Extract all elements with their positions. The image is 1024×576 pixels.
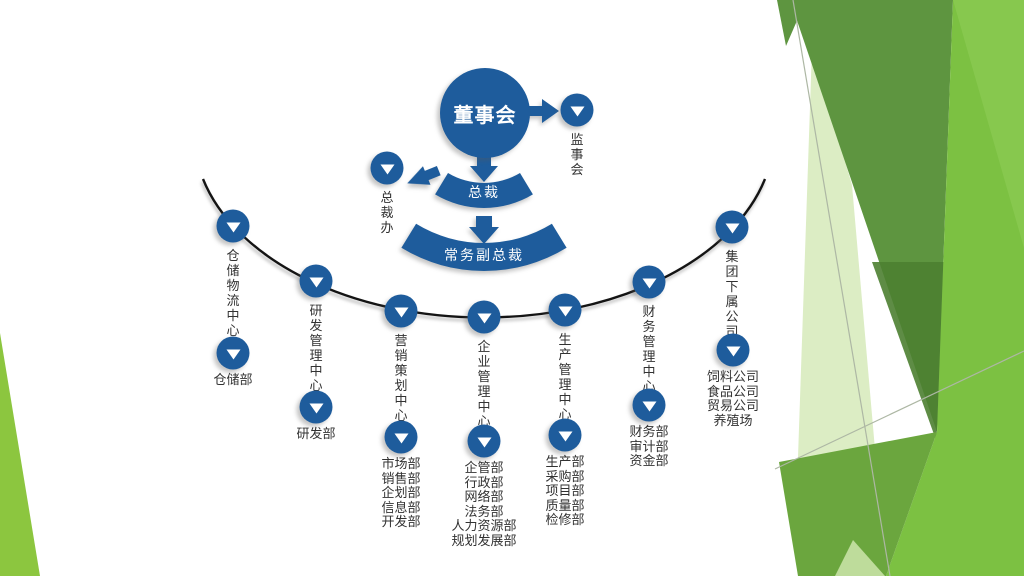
- down-triangle-icon: [570, 106, 584, 116]
- thin-diagonal-line: [774, 350, 1024, 470]
- department-labels: 财务部审计部资金部: [629, 424, 669, 469]
- down-triangle-icon: [309, 277, 323, 287]
- president-office-node[interactable]: [370, 151, 404, 185]
- pale-green-facet: [795, 48, 886, 576]
- green-sliver-facet: [777, 0, 806, 46]
- department-labels: 研发部: [296, 426, 336, 441]
- evp-arc-band[interactable]: [401, 223, 567, 272]
- department-node[interactable]: [548, 418, 582, 452]
- bright-green-facet: [886, 0, 1024, 576]
- arrow-down-icon[interactable]: [470, 156, 498, 182]
- down-triangle-icon: [726, 346, 740, 356]
- down-triangle-icon: [642, 278, 656, 288]
- down-triangle-icon: [558, 431, 572, 441]
- department-labels: 市场部销售部企划部信息部开发部: [381, 456, 421, 530]
- board-label: 董事会: [453, 104, 517, 127]
- down-triangle-icon: [725, 223, 739, 233]
- center-node[interactable]: [467, 300, 501, 334]
- arrow-down-icon[interactable]: [469, 216, 499, 244]
- center-node-label: 财 务 管 理 中 心: [642, 304, 656, 394]
- center-node-label: 营 销 策 划 中 心: [394, 333, 408, 423]
- department-node[interactable]: [467, 424, 501, 458]
- down-triangle-icon: [309, 403, 323, 413]
- center-node[interactable]: [299, 264, 333, 298]
- department-node[interactable]: [299, 390, 333, 424]
- center-node[interactable]: [384, 294, 418, 328]
- center-node-label: 仓 储 物 流 中 心: [226, 248, 240, 338]
- down-triangle-icon: [394, 307, 408, 317]
- down-triangle-icon: [226, 222, 240, 232]
- down-triangle-icon: [477, 313, 491, 323]
- center-node[interactable]: [632, 265, 666, 299]
- department-node[interactable]: [216, 336, 250, 370]
- left-green-triangle: [0, 333, 40, 576]
- down-triangle-icon: [642, 401, 656, 411]
- president-office-label: 总 裁 办: [380, 190, 394, 235]
- department-labels: 企管部行政部网络部法务部人力资源部规划发展部: [451, 460, 517, 548]
- department-node[interactable]: [384, 420, 418, 454]
- department-node[interactable]: [632, 388, 666, 422]
- thin-diagonal-line: [792, 0, 891, 576]
- down-triangle-icon: [380, 164, 394, 174]
- supervisory-label: 监 事 会: [570, 132, 584, 177]
- down-triangle-icon: [558, 306, 572, 316]
- center-node-label: 集 团 下 属 公 司: [725, 249, 739, 339]
- center-node[interactable]: [216, 209, 250, 243]
- center-node-label: 研 发 管 理 中 心: [309, 303, 323, 393]
- center-node[interactable]: [548, 293, 582, 327]
- department-labels: 仓储部: [213, 372, 253, 387]
- darker-green-facet: [872, 262, 953, 440]
- bright-green-highlight-facet: [953, 0, 1024, 248]
- department-labels: 饲料公司食品公司贸易公司养殖场: [706, 369, 759, 428]
- pale-green-small-facet: [835, 540, 885, 576]
- arrow-right-icon[interactable]: [528, 99, 559, 123]
- down-triangle-icon: [226, 349, 240, 359]
- supervisory-node[interactable]: [560, 93, 594, 127]
- center-node[interactable]: [715, 210, 749, 244]
- president-label: 总裁: [468, 184, 500, 200]
- president-arc-band[interactable]: [435, 173, 533, 208]
- department-node[interactable]: [716, 333, 750, 367]
- center-node-label: 生 产 管 理 中 心: [558, 332, 572, 422]
- down-triangle-icon: [477, 437, 491, 447]
- department-labels: 生产部采购部项目部质量部检修部: [545, 454, 585, 528]
- down-triangle-icon: [394, 433, 408, 443]
- board-node[interactable]: 董事会: [440, 68, 530, 158]
- arrow-left-icon[interactable]: [403, 161, 442, 192]
- center-node-label: 企 业 管 理 中 心: [477, 339, 491, 429]
- evp-label: 常务副总裁: [444, 247, 524, 263]
- medium-green-facet: [779, 432, 937, 576]
